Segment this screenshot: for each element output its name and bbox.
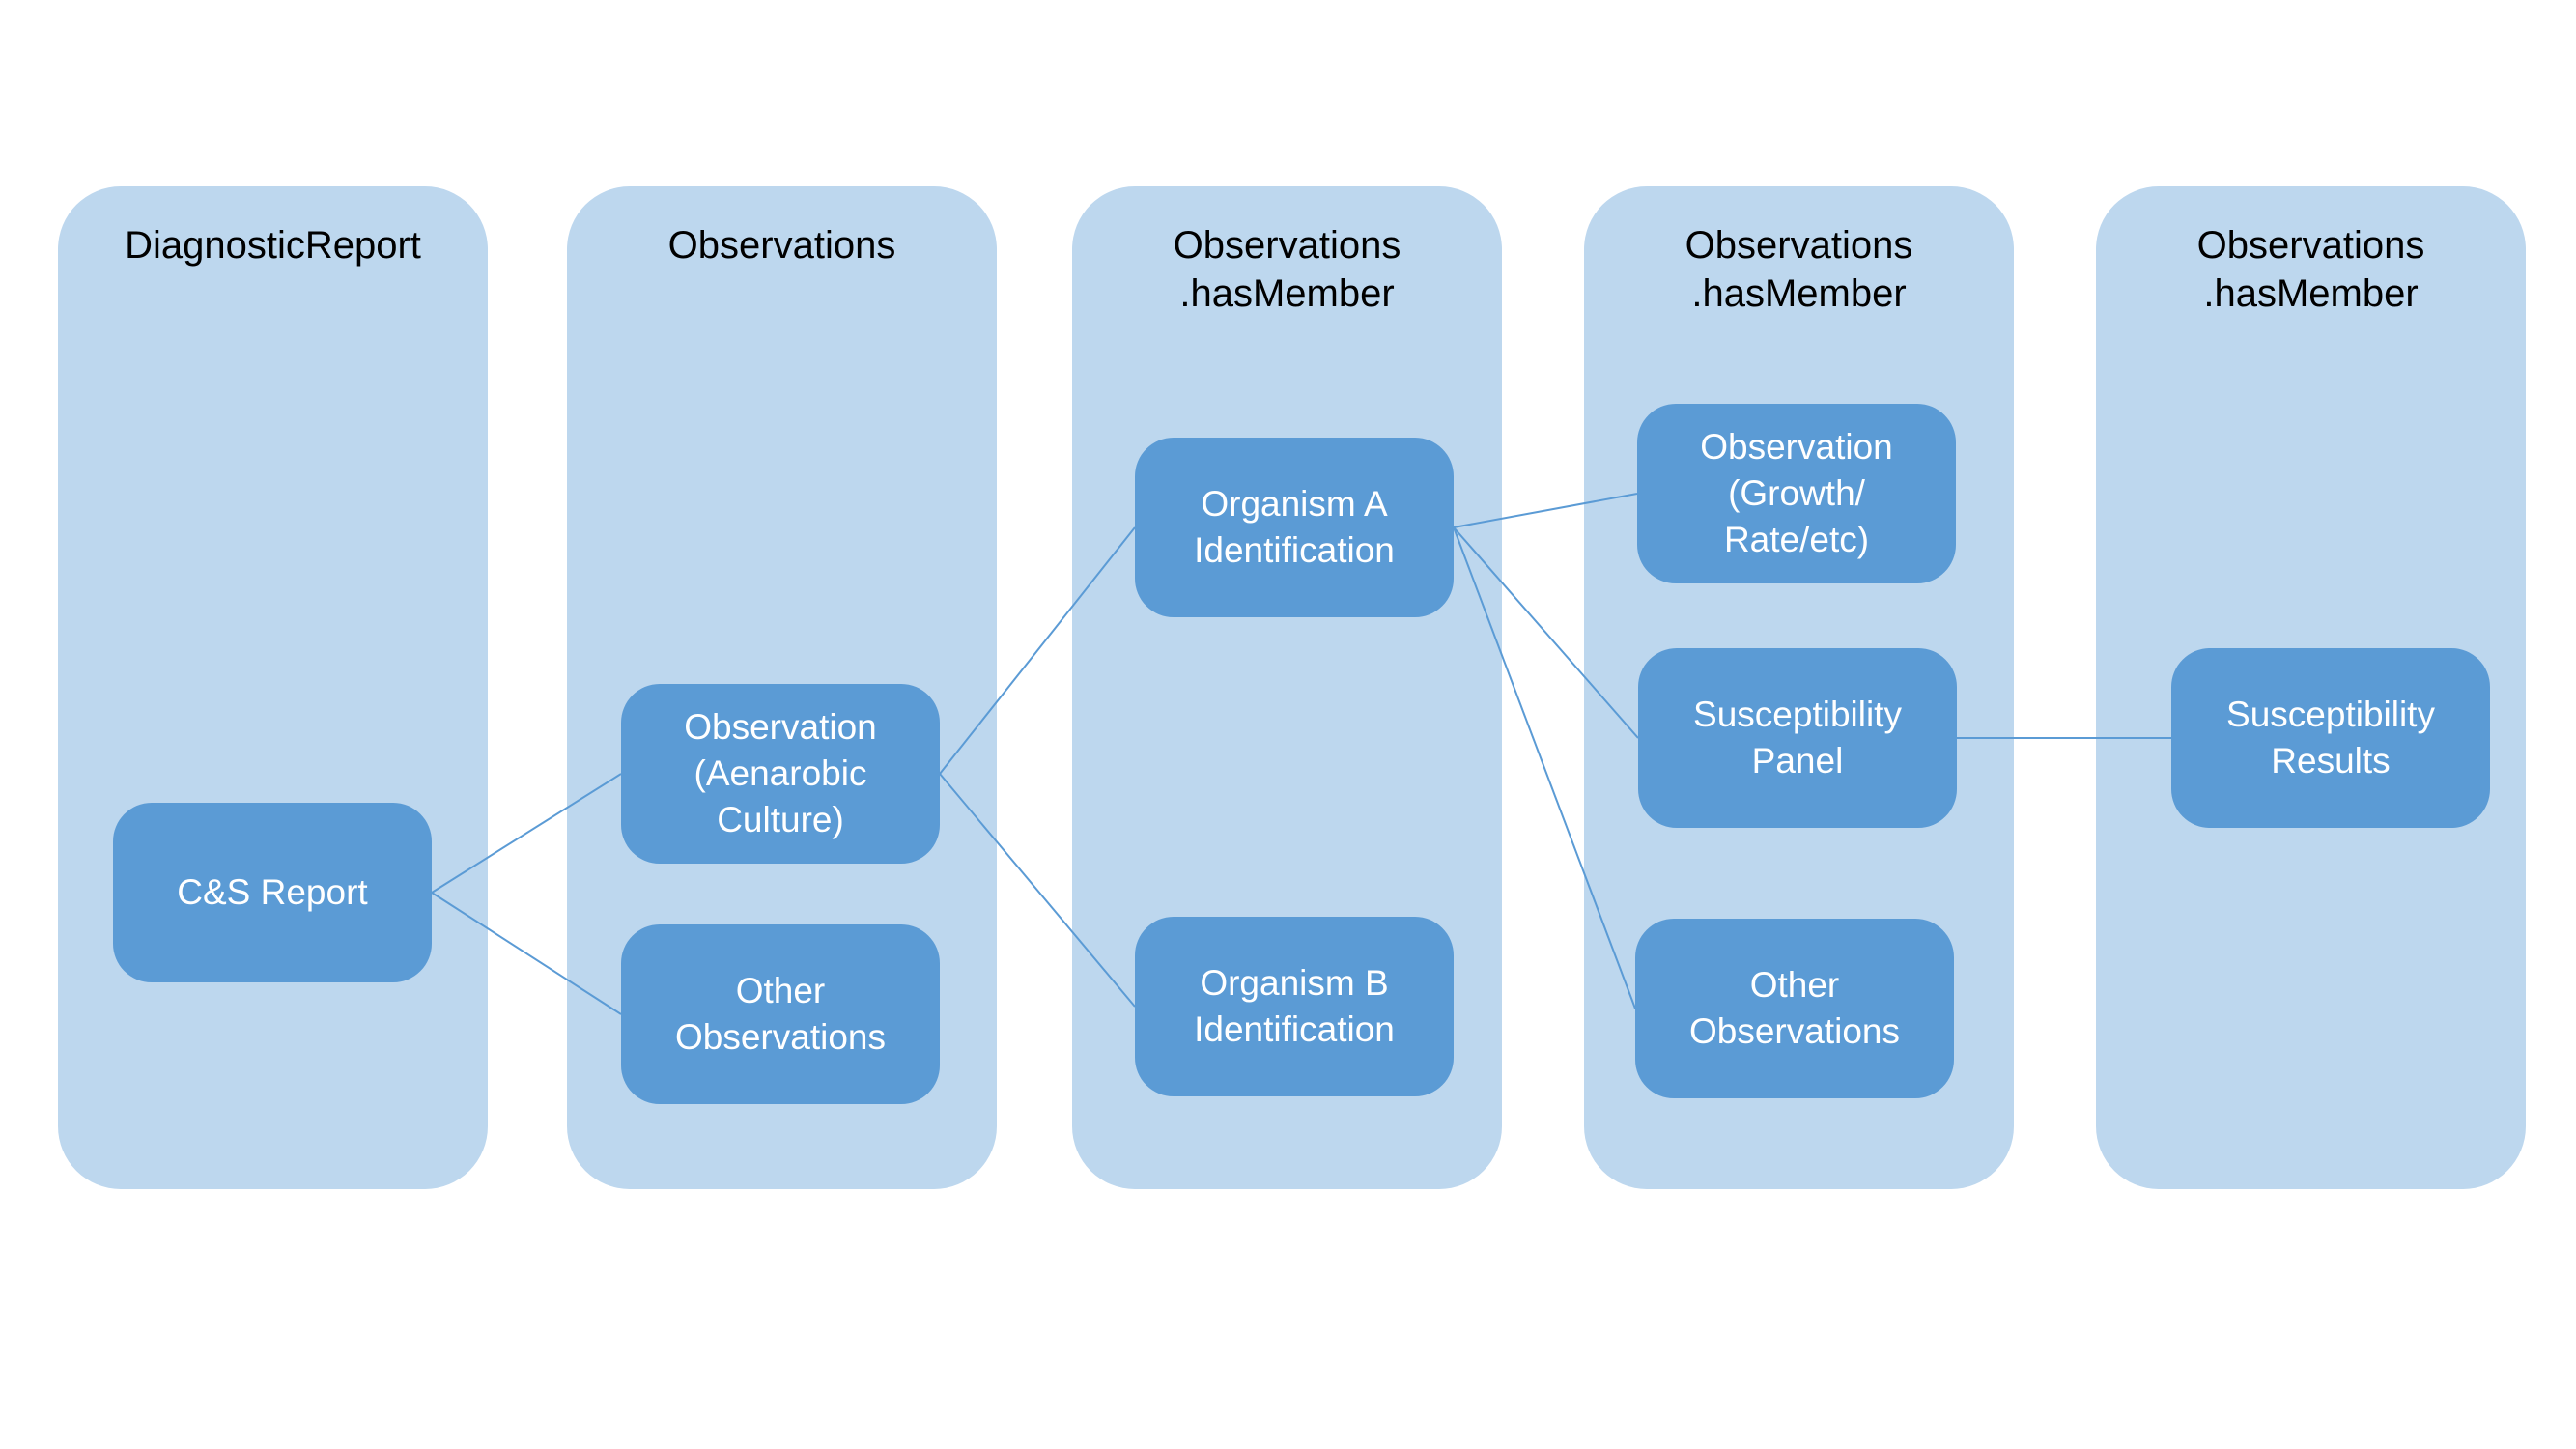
node-observation-growth-rate: Observation (Growth/ Rate/etc) <box>1637 404 1956 583</box>
node-label: C&S Report <box>177 872 368 912</box>
node-organism-b-identification: Organism B Identification <box>1135 917 1454 1096</box>
node-other-observations: Other Observations <box>1635 919 1954 1098</box>
lane-observations-hasmember-2: Observations .hasMember Observation (Gro… <box>1584 186 2014 1189</box>
lane-title: DiagnosticReport <box>125 224 421 267</box>
node-label: Other Observations <box>675 971 886 1057</box>
node-label: Observation (Growth/ Rate/etc) <box>1700 427 1893 559</box>
node-label: Susceptibility Results <box>2226 695 2435 781</box>
lane-observations-hasmember-3: Observations .hasMember Susceptibility R… <box>2096 186 2526 1189</box>
node-label: Susceptibility Panel <box>1693 695 1902 781</box>
lane-title: Observations <box>667 224 896 267</box>
node-susceptibility-panel: Susceptibility Panel <box>1638 648 1957 828</box>
node-susceptibility-results: Susceptibility Results <box>2171 648 2490 828</box>
lane-observations-hasmember-1: Observations .hasMember Organism A Ident… <box>1072 186 1502 1189</box>
lane-title: Observations .hasMember <box>1684 224 1913 315</box>
node-label: Organism A Identification <box>1194 484 1395 570</box>
lane-title: Observations .hasMember <box>1173 224 1401 315</box>
lane-title: Observations .hasMember <box>2196 224 2425 315</box>
node-label: Observation (Aenarobic Culture) <box>684 707 877 839</box>
node-label: Organism B Identification <box>1194 963 1395 1049</box>
lane-observations: Observations Observation (Aenarobic Cult… <box>567 186 997 1189</box>
node-organism-a-identification: Organism A Identification <box>1135 438 1454 617</box>
node-label: Other Observations <box>1689 965 1900 1051</box>
lane-diagnosticreport: DiagnosticReport C&S Report <box>58 186 488 1189</box>
node-observation-aenarobic-culture: Observation (Aenarobic Culture) <box>621 684 940 864</box>
node-other-observations: Other Observations <box>621 924 940 1104</box>
node-cs-report: C&S Report <box>113 803 432 982</box>
